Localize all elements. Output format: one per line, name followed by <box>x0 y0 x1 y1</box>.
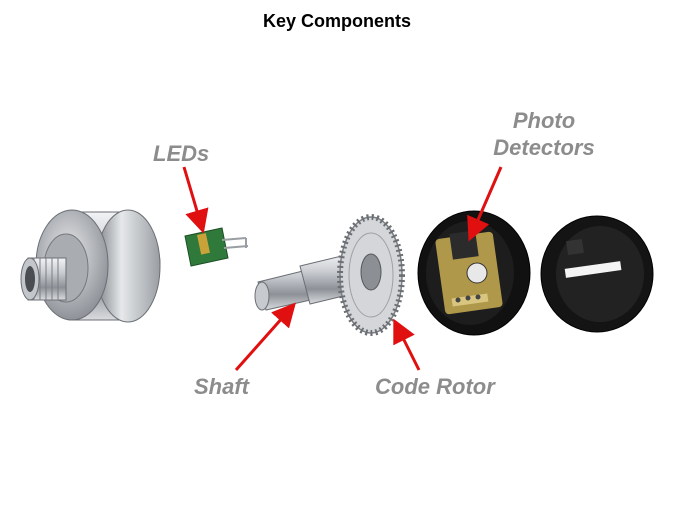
led-board <box>184 227 249 267</box>
photo-detectors-arrow <box>467 166 503 242</box>
photo-detector-housing <box>417 210 531 336</box>
leds-label: LEDs <box>153 141 210 166</box>
code-rotor-label: Code Rotor <box>375 374 495 399</box>
shaft-label: Shaft <box>194 374 249 399</box>
encoder-cover <box>540 215 654 333</box>
leds-arrow <box>182 166 209 234</box>
encoder-housing <box>20 209 161 323</box>
shaft-arrow <box>234 302 296 371</box>
photo-detectors-label-line2: Detectors <box>493 135 595 160</box>
photo-detectors-label-line1: Photo <box>512 108 576 133</box>
page-title: Key Components <box>262 11 412 31</box>
code-rotor-disk <box>337 214 405 336</box>
code-rotor-arrow <box>393 318 421 371</box>
photo-detectors-label: Photo Detectors <box>488 107 600 161</box>
